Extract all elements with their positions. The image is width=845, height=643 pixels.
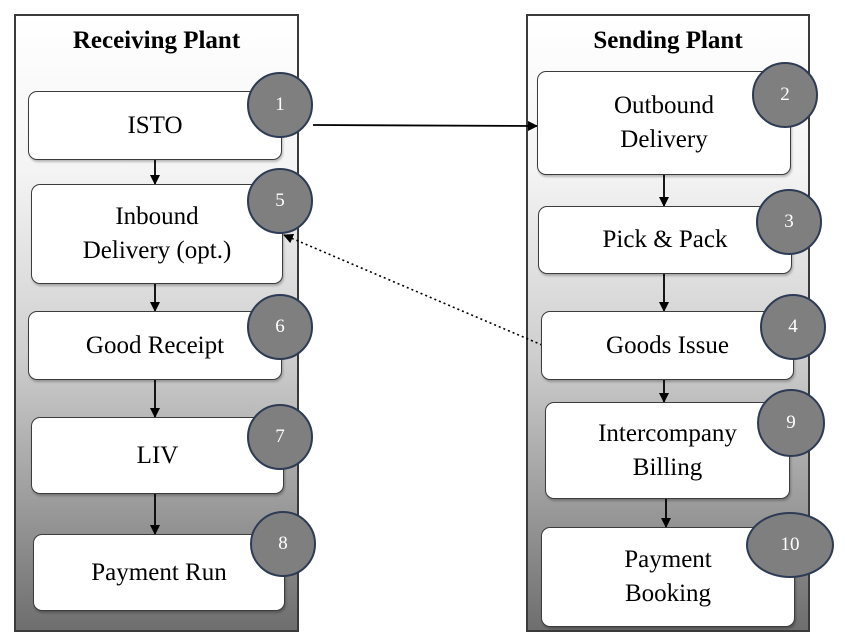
step-intercompany-billing-label: Intercompany Billing: [598, 419, 737, 481]
step-good-receipt-label: Good Receipt: [85, 331, 225, 359]
step-payment-run-box[interactable]: Payment Run: [33, 534, 285, 611]
step-liv-box[interactable]: LIV: [31, 417, 284, 494]
step-goods-issue-box[interactable]: Goods Issue: [541, 311, 794, 380]
step-inbound-delivery-box[interactable]: Inbound Delivery (opt.): [31, 184, 283, 284]
step-number-badge: 6: [247, 294, 313, 360]
step-number-badge: 4: [760, 294, 826, 360]
step-liv-label: LIV: [136, 441, 179, 469]
step-number-badge: 1: [247, 72, 313, 138]
step-isto-box[interactable]: ISTO: [28, 91, 282, 160]
step-payment-booking-label: Payment Booking: [624, 546, 712, 607]
step-pick-pack-box[interactable]: Pick & Pack: [538, 206, 792, 274]
step-number-badge: 2: [752, 62, 818, 128]
step-isto-label: ISTO: [127, 111, 183, 139]
step-number-badge: 10: [746, 512, 834, 578]
sending-plant-title: Sending Plant: [593, 27, 743, 54]
step-good-receipt-box[interactable]: Good Receipt: [28, 311, 282, 380]
step-number-badge: 8: [250, 511, 316, 577]
receiving-plant-title: Receiving Plant: [72, 27, 241, 54]
arrow-isto-to-outbound: [312, 120, 538, 131]
arrow-goods-issue-to-inbound-dotted: [283, 233, 543, 346]
step-intercompany-billing-box[interactable]: Intercompany Billing: [545, 402, 790, 499]
step-payment-run-label: Payment Run: [91, 558, 227, 586]
step-number-badge: 7: [247, 404, 313, 470]
step-number-badge: 9: [757, 389, 825, 457]
step-number-badge: 5: [247, 168, 313, 234]
step-goods-issue-label: Goods Issue: [606, 331, 729, 359]
step-outbound-delivery-box[interactable]: Outbound Delivery: [537, 71, 791, 175]
step-number-badge: 3: [756, 189, 822, 255]
step-outbound-delivery-label: Outbound Delivery: [614, 92, 714, 153]
step-pick-pack-label: Pick & Pack: [602, 226, 728, 253]
step-inbound-delivery-label: Inbound Delivery (opt.): [82, 203, 232, 264]
